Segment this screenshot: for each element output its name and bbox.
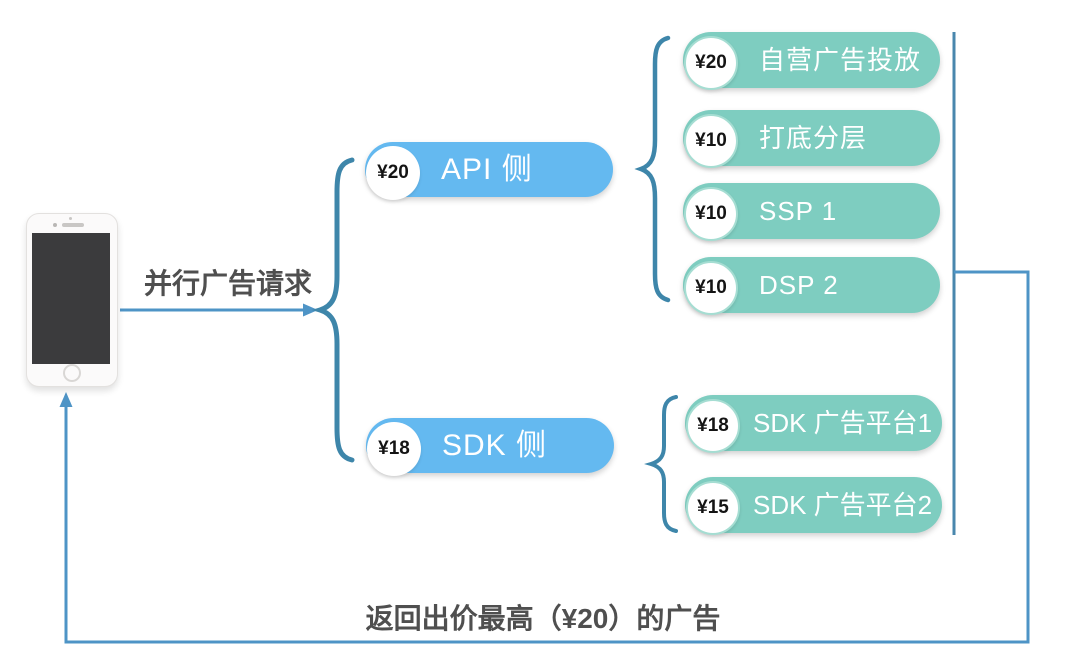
price-badge: ¥10 [684, 114, 738, 168]
brace-main [311, 157, 355, 463]
phone-camera-dot [53, 223, 57, 227]
price-badge: ¥18 [367, 422, 421, 476]
source-label: 自营广告投放 [759, 45, 922, 75]
request-label: 并行广告请求 [143, 268, 312, 299]
source-pill-sdk-platform2: ¥15 SDK 广告平台2 [685, 477, 942, 535]
source-pill-self-serve: ¥20 自营广告投放 [683, 32, 940, 90]
return-label: 返回出价最高（¥20）的广告 [365, 603, 721, 634]
phone-sensor-dot [69, 217, 72, 220]
source-pill-floor-layer: ¥10 打底分层 [683, 110, 940, 168]
price-badge: ¥10 [684, 187, 738, 241]
source-label: 打底分层 [759, 123, 868, 153]
tier-label: API 侧 [441, 153, 533, 186]
price-badge: ¥20 [684, 36, 738, 90]
source-label: SDK 广告平台2 [753, 490, 933, 520]
phone-speaker-slot [62, 223, 84, 227]
source-label: DSP 2 [759, 270, 839, 300]
tier-pill-sdk: ¥18 SDK 侧 [366, 418, 614, 476]
price-badge: ¥15 [686, 481, 740, 535]
price-badge: ¥18 [686, 399, 740, 453]
tier-label: SDK 侧 [442, 429, 548, 462]
source-pill-sdk-platform1: ¥18 SDK 广告平台1 [685, 395, 942, 453]
brace-sdk-sources [644, 395, 678, 533]
return-arrow [59, 270, 1030, 644]
source-pill-ssp1: ¥10 SSP 1 [683, 183, 940, 241]
brace-api-sources [634, 35, 671, 303]
source-label: SDK 广告平台1 [753, 408, 933, 438]
source-label: SSP 1 [759, 196, 838, 226]
price-badge: ¥10 [684, 261, 738, 315]
source-pill-dsp2: ¥10 DSP 2 [683, 257, 940, 315]
request-arrow [120, 303, 318, 317]
phone-screen [32, 233, 110, 364]
smartphone [26, 213, 118, 387]
price-badge: ¥20 [366, 146, 420, 200]
phone-home-button [63, 364, 81, 382]
tier-pill-api: ¥20 API 侧 [365, 142, 613, 200]
